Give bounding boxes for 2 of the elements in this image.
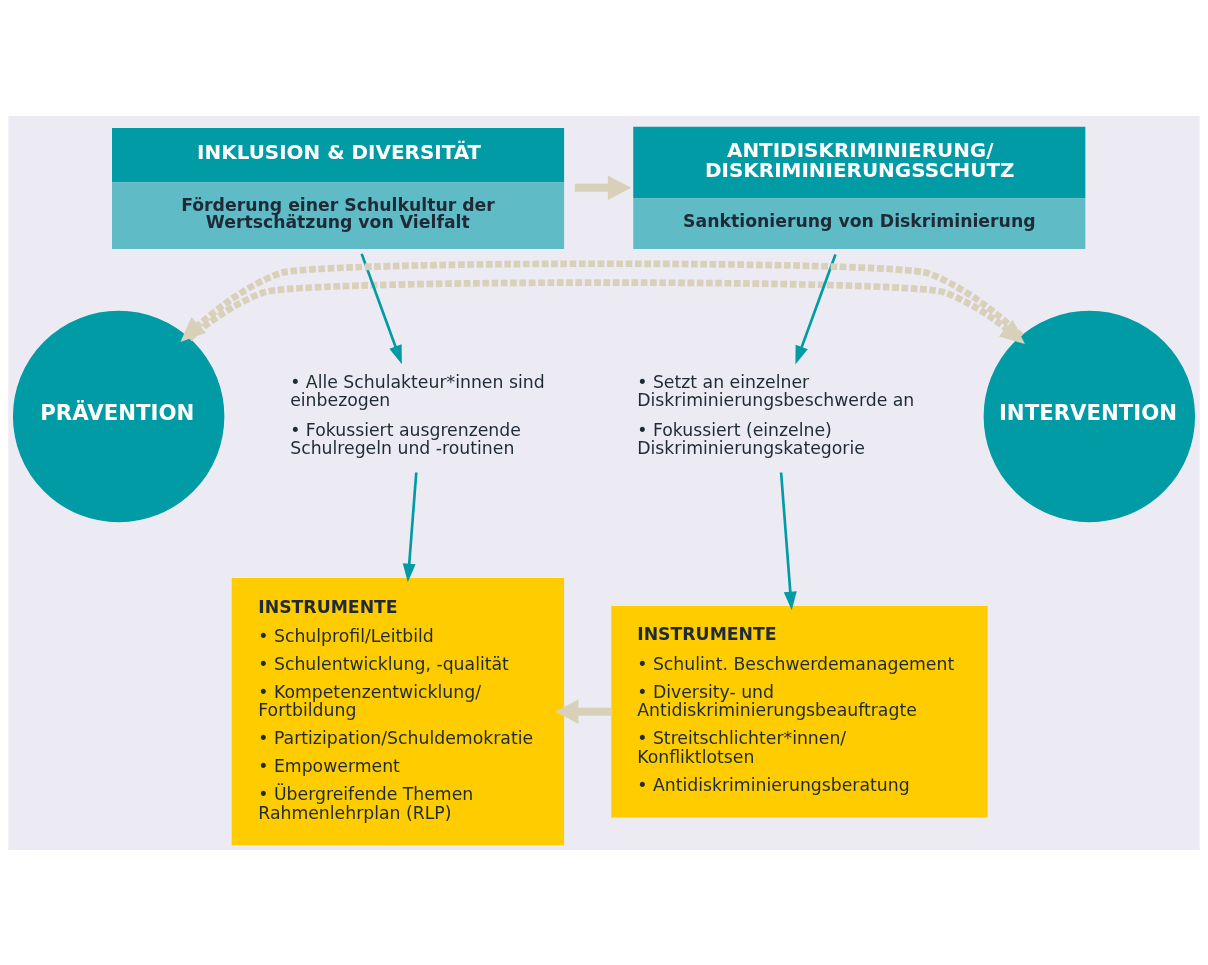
node-text: • Alle Schulakteur*innen sind einbezogen • Fokussiert ausgrenzende Schulregeln und -routinen bbox=[290, 371, 545, 458]
node-text: • Setzt an einzelner Diskriminierungsbeschwerde an • Fokussiert (einzelne) Diskriminierungskategorie bbox=[637, 371, 915, 458]
